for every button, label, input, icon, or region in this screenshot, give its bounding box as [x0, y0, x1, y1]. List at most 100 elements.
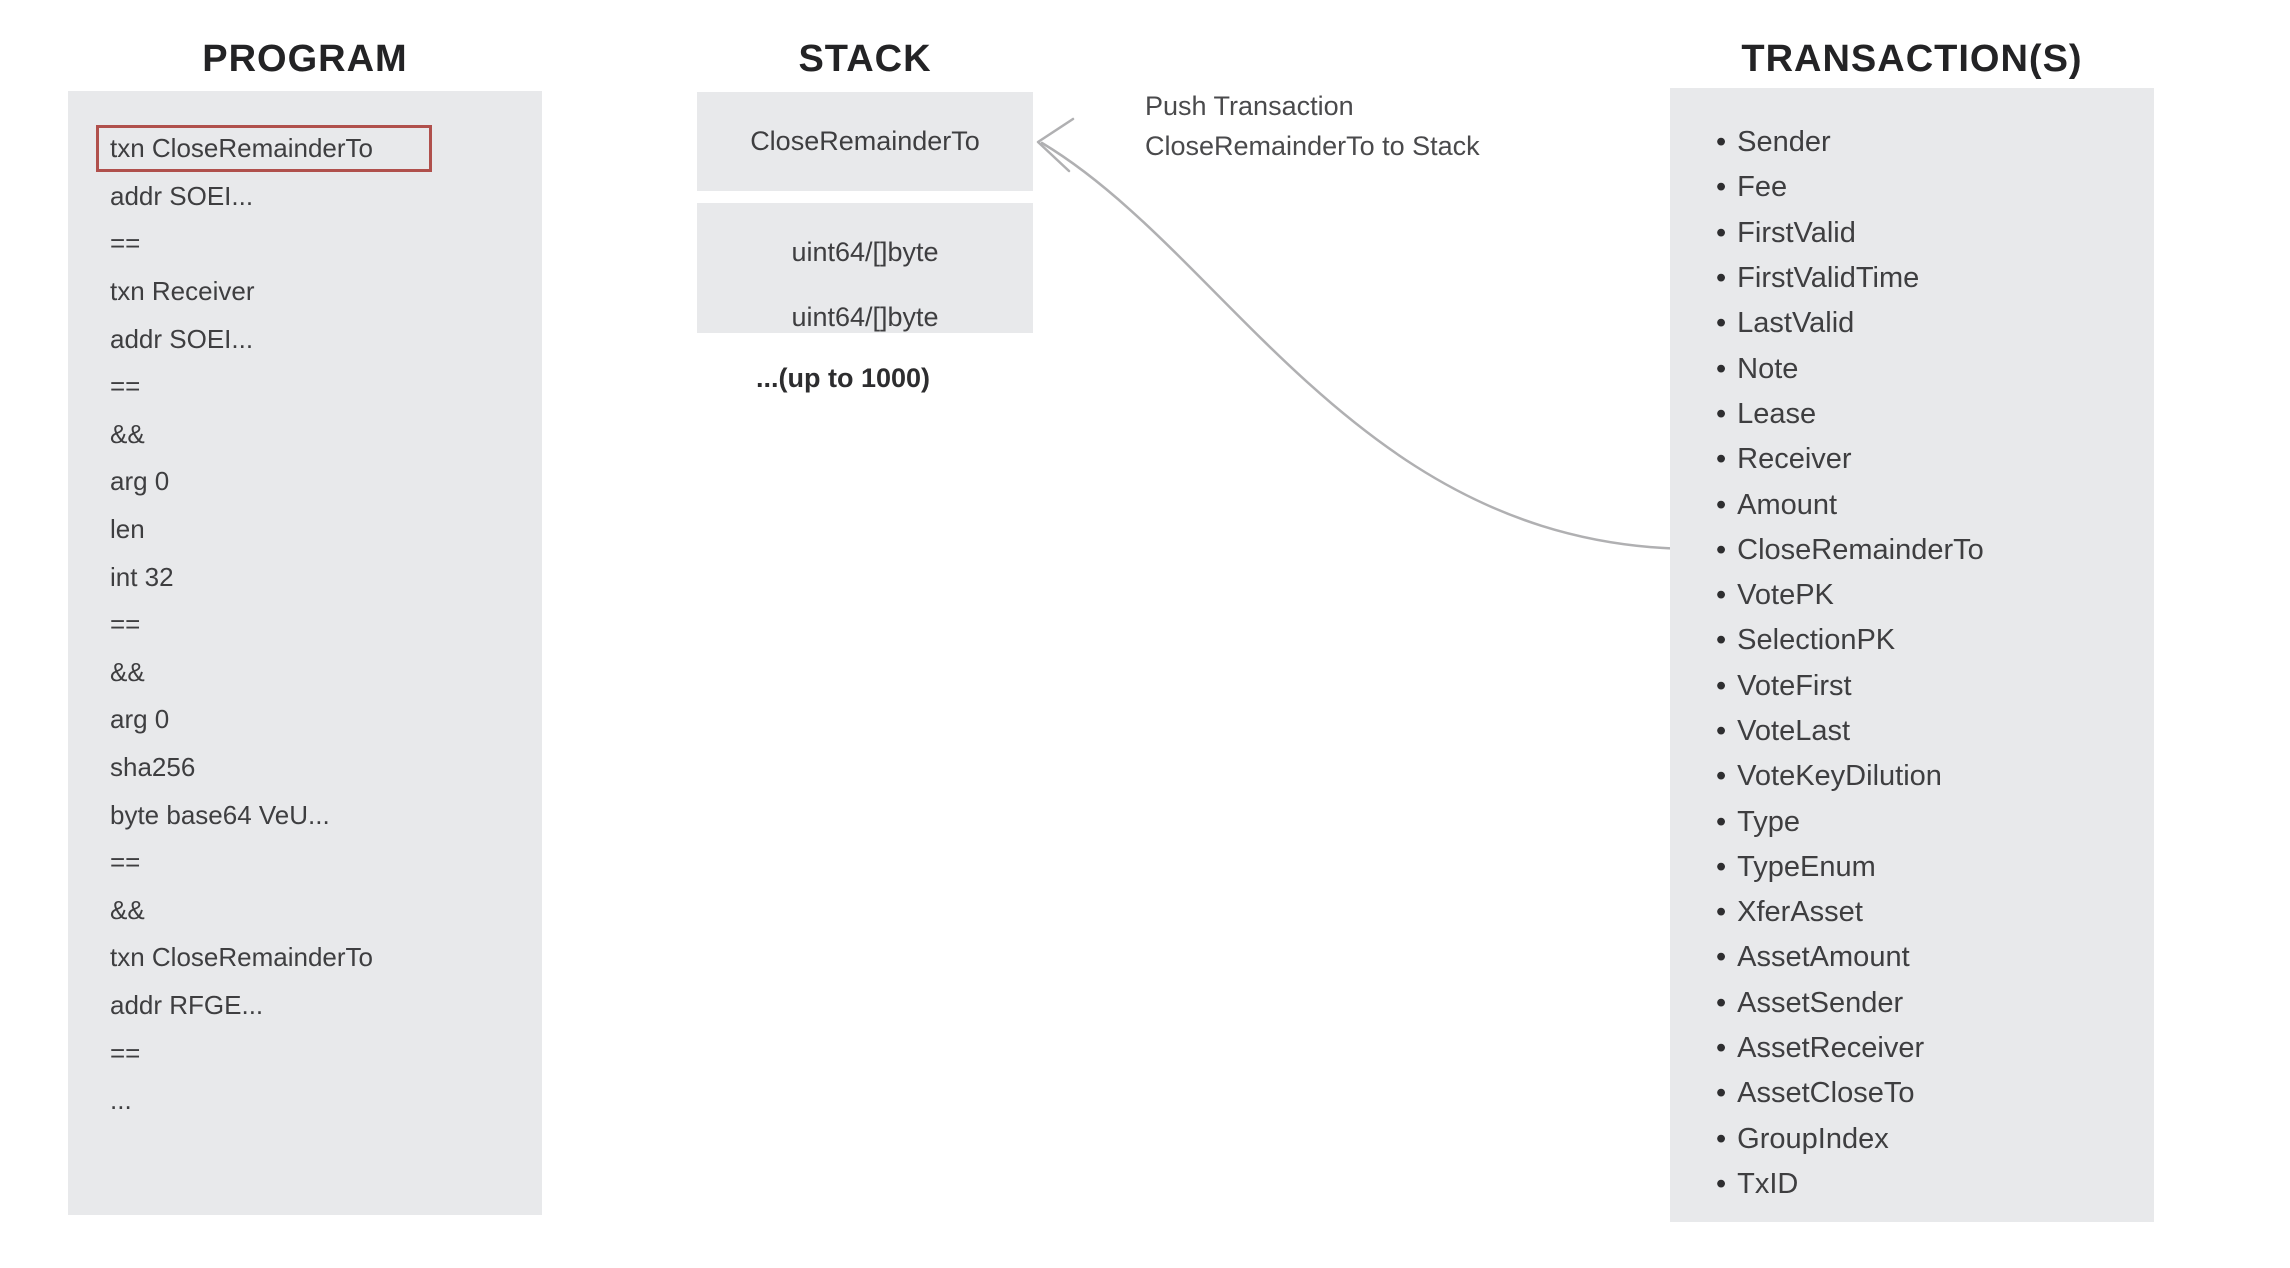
- transaction-item-label: VoteLast: [1737, 715, 1851, 747]
- program-heading: PROGRAM: [202, 38, 408, 80]
- program-line-text: addr SOEI...: [110, 323, 254, 354]
- bullet-icon: •: [1716, 443, 1727, 476]
- program-line: sha256: [110, 744, 542, 792]
- transaction-item-label: XferAsset: [1737, 896, 1863, 929]
- program-line-text: ==: [110, 1037, 141, 1068]
- program-line-text: ==: [110, 371, 141, 402]
- bullet-icon: •: [1716, 805, 1727, 838]
- transaction-item: • TypeEnum: [1716, 845, 2154, 890]
- program-line-text: byte base64 VeU...: [110, 799, 330, 830]
- transaction-item-label: Receiver: [1737, 443, 1852, 476]
- program-line: &&: [110, 649, 542, 697]
- program-line: txn Receiver: [110, 268, 542, 316]
- bullet-icon: •: [1716, 850, 1727, 883]
- transaction-item-label: Amount: [1737, 488, 1838, 521]
- stack-heading: STACK: [798, 38, 932, 80]
- stack-item: CloseRemainderTo: [697, 92, 1033, 191]
- transaction-item-label: Type: [1737, 805, 1801, 838]
- program-line-list: txn CloseRemainderTo addr SOEI... == txn…: [68, 91, 542, 1124]
- program-line-text: addr SOEI...: [110, 180, 254, 211]
- transaction-item: • FirstValid: [1716, 211, 2154, 256]
- bullet-icon: •: [1716, 986, 1727, 1019]
- stack-item-label: uint64/[]byte: [791, 237, 939, 267]
- program-line-text: &&: [110, 656, 145, 687]
- stack-capacity-note: ...(up to 1000): [755, 363, 931, 393]
- transaction-item: • Note: [1716, 346, 2154, 391]
- program-line-text: &&: [110, 894, 145, 925]
- bullet-icon: •: [1716, 352, 1727, 385]
- bullet-icon: •: [1716, 1032, 1727, 1065]
- transaction-item-label: Fee: [1737, 171, 1788, 204]
- transaction-item-label: TypeEnum: [1737, 850, 1876, 883]
- arrow-head-icon: [1036, 117, 1075, 173]
- transaction-item-label: SelectionPK: [1737, 624, 1896, 657]
- bullet-icon: •: [1716, 1122, 1727, 1155]
- program-line: txn CloseRemainderTo: [110, 934, 542, 982]
- bullet-icon: •: [1716, 126, 1727, 159]
- transaction-item: • FirstValidTime: [1716, 256, 2154, 301]
- program-line: int 32: [110, 553, 542, 601]
- program-line: arg 0: [110, 458, 542, 506]
- program-line-text: ==: [110, 609, 141, 640]
- program-line-text: arg 0: [110, 704, 170, 735]
- transaction-item: • Sender: [1716, 120, 2154, 165]
- transaction-item: • AssetCloseTo: [1716, 1071, 2154, 1116]
- transaction-item: • VotePK: [1716, 573, 2154, 618]
- bullet-icon: •: [1716, 533, 1727, 566]
- bullet-icon: •: [1716, 1077, 1727, 1110]
- bullet-icon: •: [1716, 715, 1727, 747]
- transaction-item: • LastValid: [1716, 301, 2154, 346]
- transaction-item-label: Sender: [1737, 126, 1831, 159]
- transaction-item: • TxID: [1716, 1162, 2154, 1207]
- transaction-item: • VoteFirst: [1716, 664, 2154, 709]
- program-line: ==: [110, 601, 542, 649]
- transaction-item: • AssetAmount: [1716, 935, 2154, 980]
- transaction-item: • GroupIndex: [1716, 1117, 2154, 1162]
- transaction-item: • Type: [1716, 799, 2154, 844]
- program-line: &&: [110, 887, 542, 935]
- stack-item: uint64/[]byte: [697, 302, 1033, 333]
- program-line-text: &&: [110, 418, 145, 449]
- program-line: txn CloseRemainderTo: [96, 125, 542, 173]
- program-line: arg 0: [110, 696, 542, 744]
- transaction-item-label: AssetCloseTo: [1737, 1077, 1915, 1110]
- transaction-item: • AssetSender: [1716, 981, 2154, 1026]
- transaction-item-label: Lease: [1737, 397, 1817, 430]
- program-line: ...: [110, 1077, 542, 1125]
- program-line: len: [110, 506, 542, 554]
- transaction-item: • VoteLast: [1716, 709, 2154, 754]
- transaction-item-list: • Sender • Fee • FirstValid • FirstValid…: [1670, 88, 2154, 1207]
- transaction-item-label: AssetReceiver: [1737, 1032, 1925, 1065]
- transaction-item-label: Note: [1737, 352, 1799, 385]
- program-line: ==: [110, 363, 542, 411]
- program-line-text: ==: [110, 228, 141, 259]
- transaction-item-label: FirstValid: [1737, 216, 1856, 249]
- program-line-text: arg 0: [110, 466, 170, 497]
- stack-item: uint64/[]byte: [697, 203, 1033, 302]
- program-line-text: txn CloseRemainderTo: [110, 942, 374, 973]
- transaction-item: • SelectionPK: [1716, 618, 2154, 663]
- program-line-text: ==: [110, 847, 141, 878]
- transaction-item-label: TxID: [1737, 1167, 1799, 1200]
- transaction-item: • Amount: [1716, 482, 2154, 527]
- transaction-item-label: AssetAmount: [1737, 941, 1910, 974]
- transaction-item: • AssetReceiver: [1716, 1026, 2154, 1071]
- program-line: ==: [110, 1029, 542, 1077]
- push-annotation-line1: Push Transaction: [1145, 91, 1354, 121]
- transactions-heading: TRANSACTION(S): [1741, 38, 2083, 80]
- program-line-text: len: [110, 514, 145, 545]
- push-annotation: Push Transaction CloseRemainderTo to Sta…: [1145, 86, 1480, 166]
- program-box: txn CloseRemainderTo addr SOEI... == txn…: [68, 91, 542, 1215]
- transaction-item: • CloseRemainderTo: [1716, 528, 2154, 573]
- transaction-item: • Lease: [1716, 392, 2154, 437]
- bullet-icon: •: [1716, 624, 1727, 657]
- transactions-box: • Sender • Fee • FirstValid • FirstValid…: [1670, 88, 2154, 1222]
- program-line: addr SOEI...: [110, 315, 542, 363]
- transaction-item: • VoteKeyDilution: [1716, 754, 2154, 799]
- stack-column: CloseRemainderTo uint64/[]byte uint64/[]…: [697, 92, 1033, 394]
- bullet-icon: •: [1716, 488, 1727, 521]
- bullet-icon: •: [1716, 579, 1727, 612]
- stack-item-list: CloseRemainderTo uint64/[]byte uint64/[]…: [697, 92, 1033, 333]
- arrow-curve: [1040, 141, 1697, 551]
